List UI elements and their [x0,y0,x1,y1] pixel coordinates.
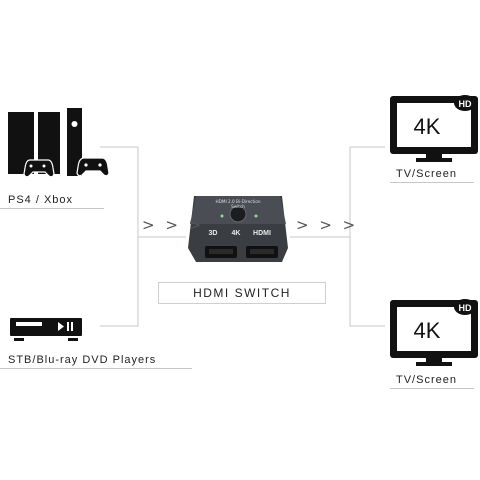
tv-top-screen-text: 4K [414,114,441,139]
tv-bottom-label-underline [390,388,474,389]
gamepad-icon [23,159,55,178]
tv-bottom-screen-text: 4K [414,318,441,343]
tv-bottom-connector-line [349,237,385,327]
switch-device-label-2: Switch [231,204,245,209]
console-connector-line [100,146,139,237]
tv-icon [390,299,478,366]
right-arrow-chevrons: > > > [296,216,359,234]
gamepad-icon [76,157,110,177]
console-label-underline [0,208,104,209]
tv-bottom-hd-badge: HD [459,303,472,313]
switch-select-button [229,205,247,223]
player-label-underline [0,368,192,369]
player-label: STB/Blu-ray DVD Players [8,354,157,366]
hdmi-switch-title: HDMI SWITCH [158,282,326,304]
tv-top-connector-line [349,146,385,237]
player-connector-line [100,237,139,327]
tv-bottom-label: TV/Screen [396,374,457,386]
hdmi-switch-device [188,196,288,262]
left-arrow-chevrons: > > > [142,216,205,234]
badge-4k: 4K [232,230,241,237]
set-top-box-icon [10,318,82,341]
tv-top-hd-badge: HD [459,99,472,109]
tv-top-label: TV/Screen [396,168,457,180]
connector-lines [100,146,385,327]
tv-top-label-underline [390,182,474,183]
switch-device-label: HDMI 2.0 Bi-Direction [215,199,260,204]
badge-hdmi: HDMI [253,230,271,237]
xbox-console-icon [67,108,82,176]
console-label: PS4 / Xbox [8,194,74,206]
badge-3d: 3D [209,230,218,237]
tv-icon [390,95,478,162]
